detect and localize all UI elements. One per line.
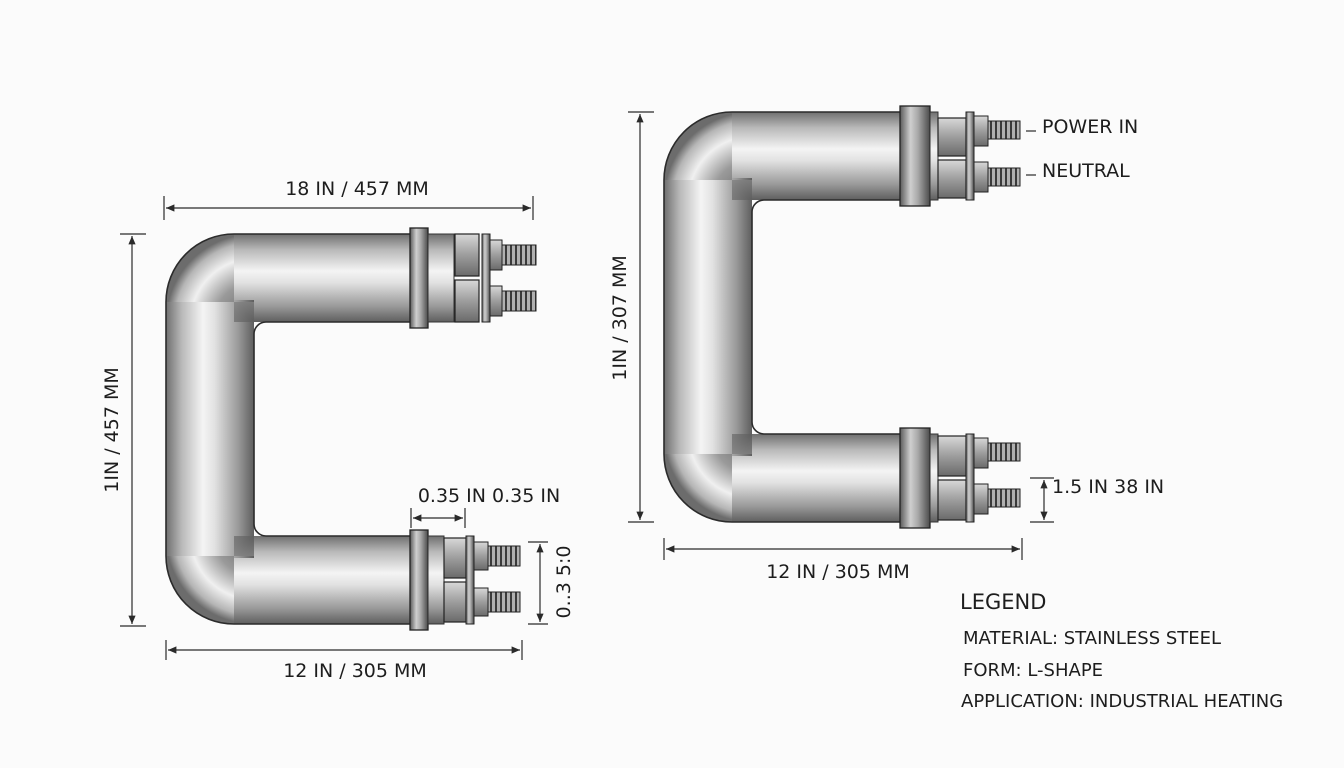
hex-nut-icon xyxy=(454,279,480,323)
right-terminal-gap-dimension: 1.5 IN 38 IN xyxy=(1030,476,1164,523)
left-bottom-elbow xyxy=(166,536,254,624)
left-bottom-width-label: 12 IN / 305 MM xyxy=(283,660,427,682)
left-bottom-terminal-block xyxy=(409,529,521,631)
right-height-dimension: 1IN / 307 MM xyxy=(609,111,654,523)
legend-application: APPLICATION: INDUSTRIAL HEATING xyxy=(961,691,1283,712)
right-tube-outline xyxy=(663,111,910,523)
right-heating-element: POWER IN NEUTRAL 1IN / 307 MM 1.5 IN 38 … xyxy=(609,105,1164,583)
threaded-stud-icon xyxy=(501,244,537,266)
left-height-dimension: 1IN / 457 MM xyxy=(101,233,146,627)
threaded-stud-icon xyxy=(487,545,521,567)
hex-nut-icon xyxy=(443,537,467,579)
neutral-label: NEUTRAL xyxy=(1042,160,1130,182)
left-top-elbow xyxy=(166,234,254,322)
right-top-arm xyxy=(730,112,910,200)
left-top-width-dimension: 18 IN / 457 MM xyxy=(163,178,534,220)
left-top-terminal-block xyxy=(409,227,537,329)
hex-nut-icon xyxy=(937,117,967,157)
right-bottom-arm xyxy=(730,434,910,522)
left-terminal-offset-label: 0..3 5:0 xyxy=(553,546,575,619)
threaded-stud-icon xyxy=(987,167,1021,187)
left-heating-element: 18 IN / 457 MM 1IN / 457 MM 0.35 IN 0.35… xyxy=(101,178,575,682)
threaded-stud-icon xyxy=(487,591,521,613)
left-top-arm xyxy=(232,234,422,322)
hex-nut-icon xyxy=(454,233,480,277)
legend-title: LEGEND xyxy=(960,590,1046,614)
threaded-stud-icon xyxy=(501,290,537,312)
legend-form: FORM: L-SHAPE xyxy=(963,660,1103,681)
left-tube-outline xyxy=(165,233,422,625)
left-top-width-label: 18 IN / 457 MM xyxy=(285,178,429,200)
neutral-callout: NEUTRAL xyxy=(1026,160,1130,182)
left-terminal-offset-dimension: 0..3 5:0 xyxy=(528,541,575,625)
right-vertical-tube xyxy=(664,178,752,456)
left-terminal-spacing-dimension: 0.35 IN 0.35 IN xyxy=(410,485,560,528)
right-bottom-width-dimension: 12 IN / 305 MM xyxy=(663,538,1023,583)
right-bottom-terminal-block xyxy=(899,427,1021,529)
legend-material: MATERIAL: STAINLESS STEEL xyxy=(963,628,1221,649)
left-vertical-tube xyxy=(166,300,254,558)
right-top-terminal-block xyxy=(899,105,1021,207)
threaded-stud-icon xyxy=(987,488,1021,508)
right-height-label: 1IN / 307 MM xyxy=(609,255,631,380)
right-top-elbow xyxy=(664,112,752,200)
hex-nut-icon xyxy=(937,435,967,477)
hex-nut-icon xyxy=(443,581,467,623)
right-bottom-elbow xyxy=(664,434,752,522)
right-bottom-width-label: 12 IN / 305 MM xyxy=(766,561,910,583)
left-bottom-arm xyxy=(232,536,422,624)
hex-nut-icon xyxy=(937,479,967,521)
threaded-stud-icon xyxy=(987,120,1021,140)
left-height-label: 1IN / 457 MM xyxy=(101,367,123,492)
hex-nut-icon xyxy=(937,159,967,199)
power-in-callout: POWER IN xyxy=(1026,116,1138,138)
left-terminal-spacing-label: 0.35 IN 0.35 IN xyxy=(418,485,560,507)
threaded-stud-icon xyxy=(987,442,1021,462)
legend: LEGEND MATERIAL: STAINLESS STEEL FORM: L… xyxy=(960,590,1283,712)
left-bottom-width-dimension: 12 IN / 305 MM xyxy=(165,640,523,682)
right-terminal-gap-label: 1.5 IN 38 IN xyxy=(1052,476,1164,498)
power-in-label: POWER IN xyxy=(1042,116,1138,138)
